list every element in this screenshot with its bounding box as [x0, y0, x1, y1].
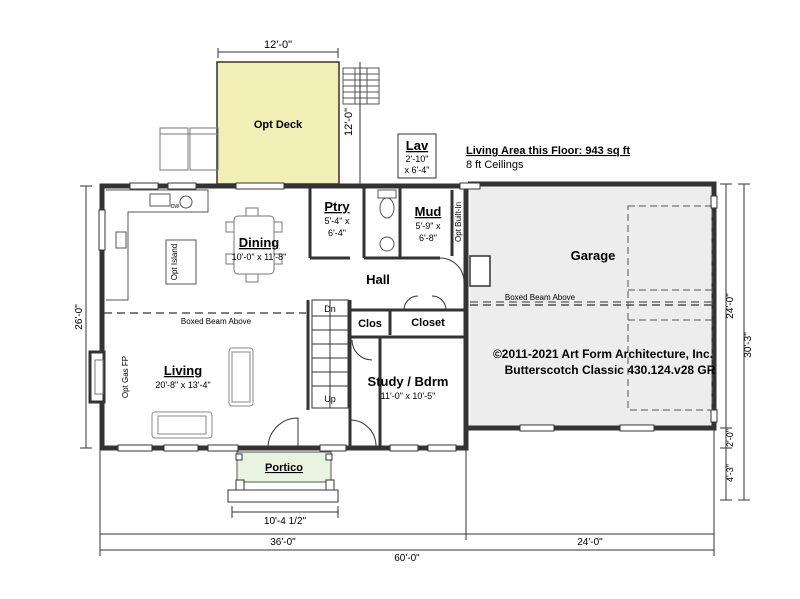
kitchen-counters	[106, 189, 209, 301]
ceilings-note: 8 ft Ceilings	[466, 159, 524, 171]
hall-label: Hall	[366, 272, 390, 287]
closet-label: Closet	[411, 317, 445, 329]
house-width-dim: 36'-0"	[270, 537, 296, 548]
portico-steps	[227, 489, 339, 503]
copyright-note: ©2011-2021 Art Form Architecture, Inc.	[493, 347, 713, 361]
study-title: Study / Bdrm	[368, 374, 449, 389]
portico-area	[236, 451, 332, 483]
dining-title: Dining	[239, 235, 279, 250]
clos-label-box	[352, 314, 388, 332]
study-size: 11'-0" x 10'-5"	[381, 391, 436, 401]
opt-gas-fp-label: Opt Gas FP	[121, 356, 130, 398]
mud-title: Mud	[415, 204, 442, 219]
dining-table	[225, 207, 283, 283]
right-mid-dim: 2'-0"	[725, 429, 735, 447]
ptry-size-1: 5'-4" x	[325, 216, 350, 226]
opt-island-label: Opt Island	[170, 244, 179, 280]
interior-walls	[306, 186, 466, 448]
boxed-beam-garage-label: Boxed Beam Above	[505, 293, 576, 302]
lav-size-2: x 6'-4"	[405, 165, 430, 175]
living-size: 20'-8" x 13'-4"	[155, 380, 210, 390]
garage-width-dim: 24'-0"	[577, 537, 603, 548]
lav-title: Lav	[406, 138, 429, 153]
portico-width-dim: 10'-4 1/2"	[264, 516, 307, 527]
right-upper-dim: 24'-0"	[725, 293, 736, 319]
deck-depth-dim: 12'-0"	[343, 108, 355, 136]
staircase	[311, 299, 349, 409]
deck-width-dim: 12'-0"	[264, 39, 292, 51]
dw-label: DW	[171, 204, 180, 210]
garage-floor	[470, 186, 712, 426]
mud-size-2: 6'-8"	[419, 233, 437, 243]
clos-label: Clos	[358, 318, 382, 330]
boxed-beam-left-label: Boxed Beam Above	[181, 317, 252, 326]
stair-down-label: Dn	[324, 304, 336, 314]
deck-stairs	[342, 67, 380, 105]
lav-size-1: 2'-10"	[406, 154, 429, 164]
living-furniture	[151, 347, 254, 439]
right-total-dim: 30'-3"	[743, 332, 754, 358]
dimension-lines	[80, 48, 750, 556]
doors	[267, 257, 465, 449]
lav-label-box	[397, 133, 437, 179]
plan-name-note: Butterscotch Classic 430.124.v28 GR	[505, 363, 716, 377]
windows	[98, 182, 718, 452]
stair-up-label: Up	[324, 394, 336, 404]
deck-area	[216, 61, 340, 185]
portico-label: Portico	[265, 462, 303, 474]
mud-size-1: 5'-9" x	[416, 221, 441, 231]
garage-label: Garage	[571, 248, 616, 263]
ptry-title: Ptry	[324, 199, 350, 214]
garage-step	[469, 255, 491, 287]
dining-size: 10'-0" x 11'-8"	[232, 252, 287, 262]
lav-fixtures	[377, 189, 397, 252]
opt-built-in-label: Opt Built-In	[454, 202, 463, 242]
ptry-size-2: 6'-4"	[328, 228, 346, 238]
deck-chairs	[159, 127, 219, 171]
garage-door-outline	[627, 205, 713, 411]
living-area-note: Living Area this Floor: 943 sq ft	[466, 145, 630, 157]
left-depth-dim: 26'-0"	[74, 304, 85, 330]
total-width-dim: 60'-0"	[394, 553, 420, 564]
fireplace	[88, 350, 106, 404]
right-lower-dim: 4'-3"	[725, 464, 735, 482]
living-title: Living	[164, 363, 202, 378]
opt-deck-label: Opt Deck	[254, 119, 303, 131]
opt-island	[165, 239, 197, 285]
